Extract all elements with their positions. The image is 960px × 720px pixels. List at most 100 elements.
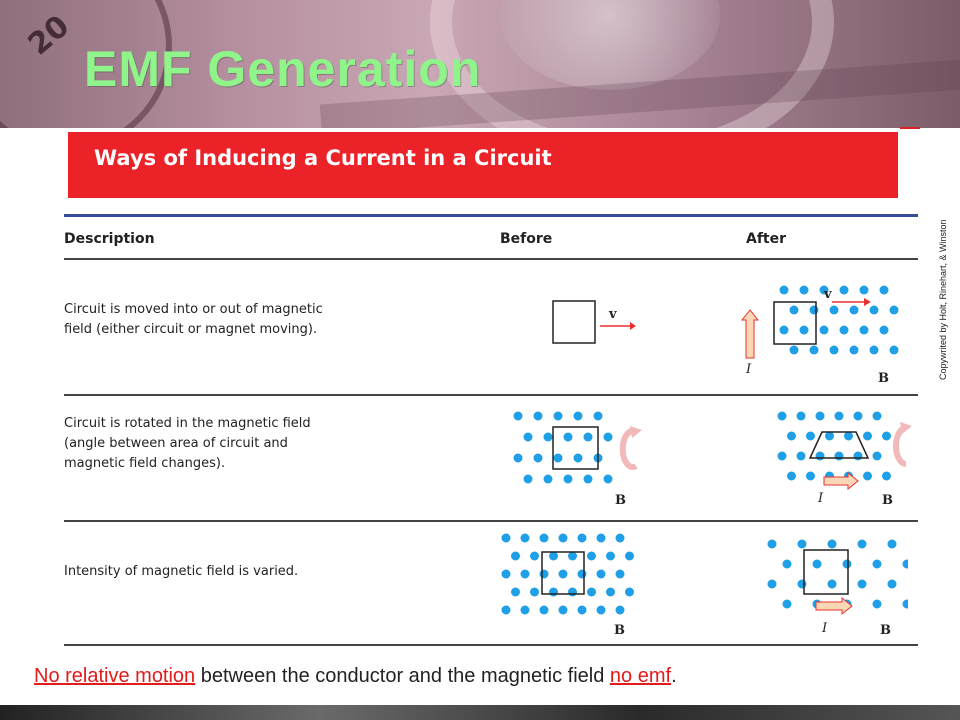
field-dot [577, 533, 587, 543]
field-dot [568, 551, 577, 561]
field-dot [573, 453, 583, 463]
current-label: I [745, 362, 752, 377]
field-dot [882, 431, 891, 441]
slide-title: EMF Generation [84, 41, 482, 97]
magnetic-field-dots [779, 285, 899, 355]
field-dot [596, 605, 606, 615]
table-top-rule [64, 214, 918, 217]
field-dot [603, 432, 613, 442]
current-arrow [815, 596, 853, 616]
field-dot [815, 411, 825, 421]
row-3-description: Intensity of magnetic field is varied. [64, 562, 374, 582]
field-dot [533, 411, 543, 421]
row-divider [64, 644, 918, 646]
field-dot [553, 453, 563, 463]
description-line: magnetic field changes). [64, 456, 226, 471]
field-dot [799, 285, 809, 295]
field-dot [539, 605, 549, 615]
field-dot [889, 345, 899, 355]
field-dot [587, 587, 596, 597]
rotated-circuit-loop [808, 431, 870, 459]
field-dot [558, 605, 568, 615]
field-dot [869, 345, 879, 355]
field-dot [902, 559, 908, 569]
description-line: Circuit is moved into or out of magnetic [64, 302, 323, 317]
field-dot [812, 559, 822, 569]
field-dot [819, 285, 829, 295]
field-dot [779, 325, 789, 335]
circuit-loop [541, 551, 585, 595]
field-dot [520, 569, 530, 579]
circuit-loop [552, 426, 599, 470]
header-banner: 20 [0, 0, 960, 128]
column-header-after: After [746, 231, 787, 247]
field-dot [543, 474, 553, 484]
field-dot [853, 411, 863, 421]
field-dot [879, 285, 889, 295]
field-dot [615, 569, 625, 579]
field-dot [863, 431, 872, 441]
field-dot [577, 605, 587, 615]
field-dot [558, 569, 568, 579]
row-divider [64, 258, 918, 260]
field-dot [782, 559, 792, 569]
field-dot [779, 285, 789, 295]
background-dial [0, 0, 172, 128]
table-header-title: Ways of Inducing a Current in a Circuit [94, 146, 552, 170]
field-dot [777, 451, 787, 461]
caption-highlight-no-relative-motion: No relative motion [34, 665, 196, 687]
field-dot [787, 471, 796, 481]
table-header-bar: Ways of Inducing a Current in a Circuit [68, 132, 898, 198]
magnetic-field-dots [777, 411, 891, 481]
field-dot [511, 551, 520, 561]
field-dot [857, 539, 867, 549]
field-dot [587, 551, 596, 561]
field-dot [568, 587, 577, 597]
column-header-description: Description [64, 231, 155, 247]
field-dot [789, 345, 799, 355]
field-dot [887, 539, 897, 549]
field-dot [606, 551, 615, 561]
caption-highlight-no-emf: no emf [609, 665, 672, 687]
field-dot [523, 474, 533, 484]
field-dot [796, 451, 806, 461]
field-dot [849, 345, 859, 355]
field-dot [902, 599, 908, 609]
current-arrow [740, 309, 760, 359]
field-dot [501, 605, 511, 615]
field-dot [853, 451, 863, 461]
field-dot [767, 579, 777, 589]
field-dot [520, 605, 530, 615]
row-1-after-figure: v I B [740, 285, 899, 386]
circuit-loop [552, 300, 596, 344]
velocity-arrowhead [630, 322, 636, 330]
field-dot [593, 411, 603, 421]
field-label: B [614, 623, 625, 638]
field-dot [787, 431, 796, 441]
field-dot [625, 587, 634, 597]
field-dot [849, 305, 859, 315]
field-dot [839, 285, 849, 295]
field-dot [809, 305, 819, 315]
magnetic-field-dots [501, 533, 634, 615]
field-dot [815, 451, 825, 461]
row-2-description: Circuit is rotated in the magnetic field… [64, 414, 374, 474]
description-line: Intensity of magnetic field is varied. [64, 564, 299, 579]
field-dot [797, 539, 807, 549]
velocity-label: v [823, 287, 832, 302]
row-divider [64, 520, 918, 522]
field-dot [859, 325, 869, 335]
field-dot [539, 569, 549, 579]
field-dot [549, 551, 558, 561]
field-dot [596, 569, 606, 579]
rotation-arrowhead [630, 426, 642, 438]
field-dot [533, 453, 543, 463]
copyright-notice: Copywrited by Holt, Rinehart, & Winston [938, 219, 948, 380]
field-label: B [615, 493, 626, 508]
field-dot [615, 533, 625, 543]
field-dot [872, 411, 882, 421]
field-dot [615, 605, 625, 615]
field-dot [872, 559, 882, 569]
current-label: I [817, 491, 824, 506]
caption-text: between the conductor and the magnetic f… [195, 665, 610, 687]
